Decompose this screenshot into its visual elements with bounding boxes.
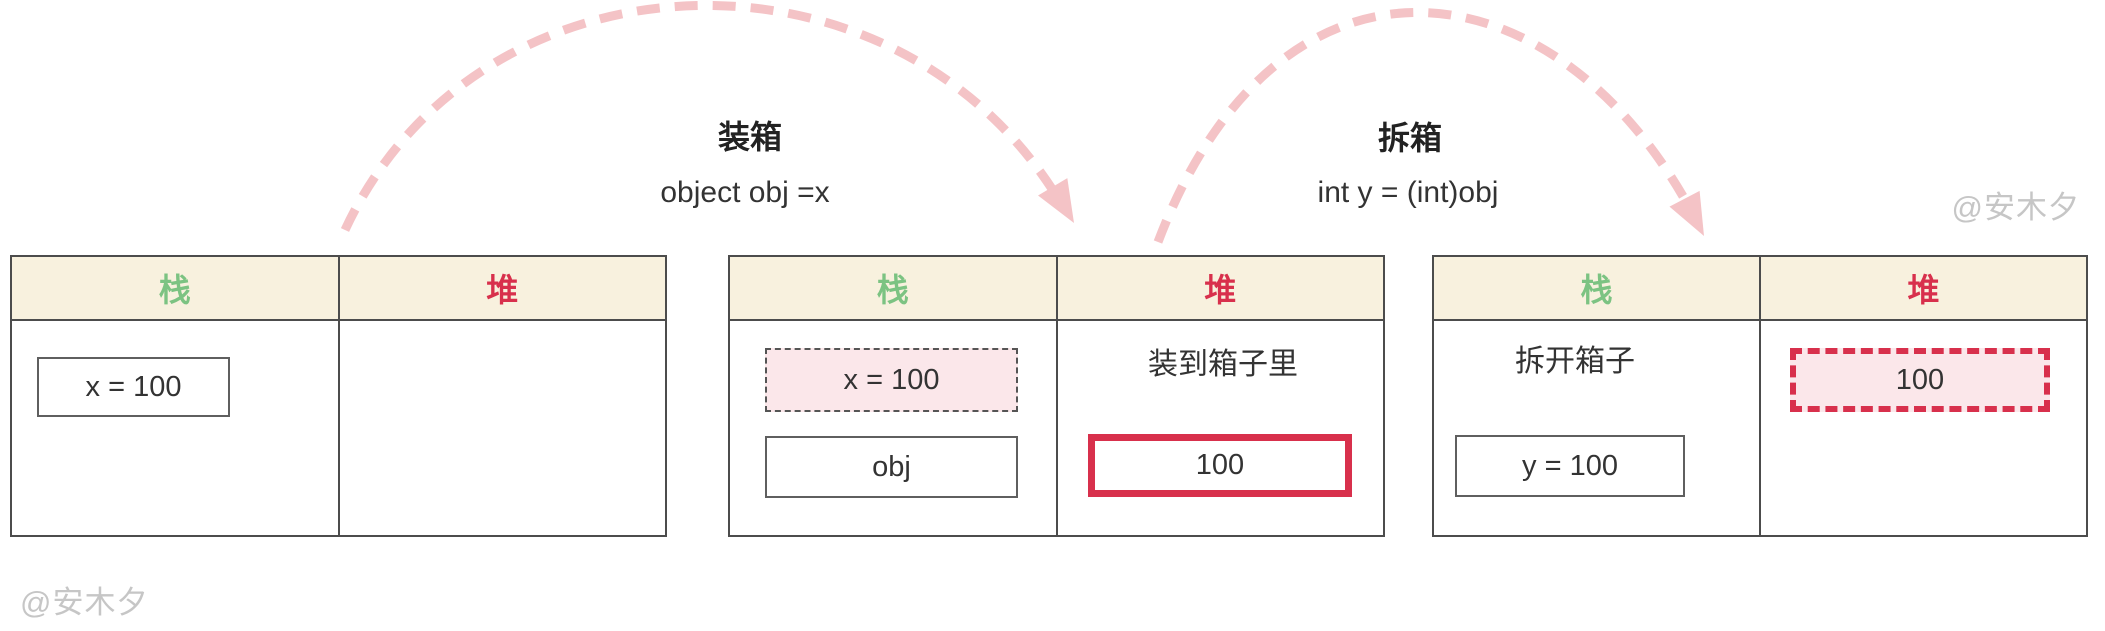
watermark-bottom-left: @安木夕 [20, 585, 149, 620]
table-header: 栈 堆 [1434, 257, 2086, 321]
table-body: x = 100 [12, 321, 665, 535]
heap-header: 堆 [486, 272, 519, 308]
unboxing-arc-arrowhead-icon [1669, 190, 1704, 236]
heap-header: 堆 [1907, 272, 1940, 308]
unboxing-note: 拆开箱子 [1515, 345, 1635, 378]
heap-boxed-value-box: 100 [1088, 434, 1352, 497]
memory-table-boxing: 栈 堆 x = 100 obj 装到箱子里 100 [728, 255, 1385, 537]
column-divider [1759, 321, 1761, 535]
boxing-code: object obj =x [660, 176, 830, 209]
unboxing-source-box: 100 [1790, 348, 2050, 412]
table-body: x = 100 obj 装到箱子里 100 [730, 321, 1383, 535]
memory-table-initial: 栈 堆 x = 100 [10, 255, 667, 537]
boxing-title: 装箱 [717, 119, 782, 155]
stack-value-box: x = 100 [37, 357, 230, 417]
boxed-source-box: x = 100 [765, 348, 1018, 412]
obj-reference-box: obj [765, 436, 1018, 498]
unboxing-code: int y = (int)obj [1317, 176, 1499, 209]
watermark-top-right: @安木夕 [1951, 190, 2080, 225]
table-body: 拆开箱子 y = 100 100 [1434, 321, 2086, 535]
column-divider [1055, 321, 1058, 535]
stack-header: 栈 [12, 257, 340, 319]
column-divider [337, 321, 340, 535]
result-value-box: y = 100 [1455, 435, 1685, 497]
boxing-arc-arrowhead-icon [1038, 178, 1074, 223]
heap-header: 堆 [1204, 272, 1237, 308]
stack-header: 栈 [730, 257, 1058, 319]
table-header: 栈 堆 [12, 257, 665, 321]
table-header: 栈 堆 [730, 257, 1383, 321]
memory-table-unboxing: 栈 堆 拆开箱子 y = 100 100 [1432, 255, 2088, 537]
boxing-note: 装到箱子里 [1148, 348, 1298, 381]
unboxing-title: 拆箱 [1377, 120, 1442, 156]
stack-header: 栈 [1434, 257, 1761, 319]
